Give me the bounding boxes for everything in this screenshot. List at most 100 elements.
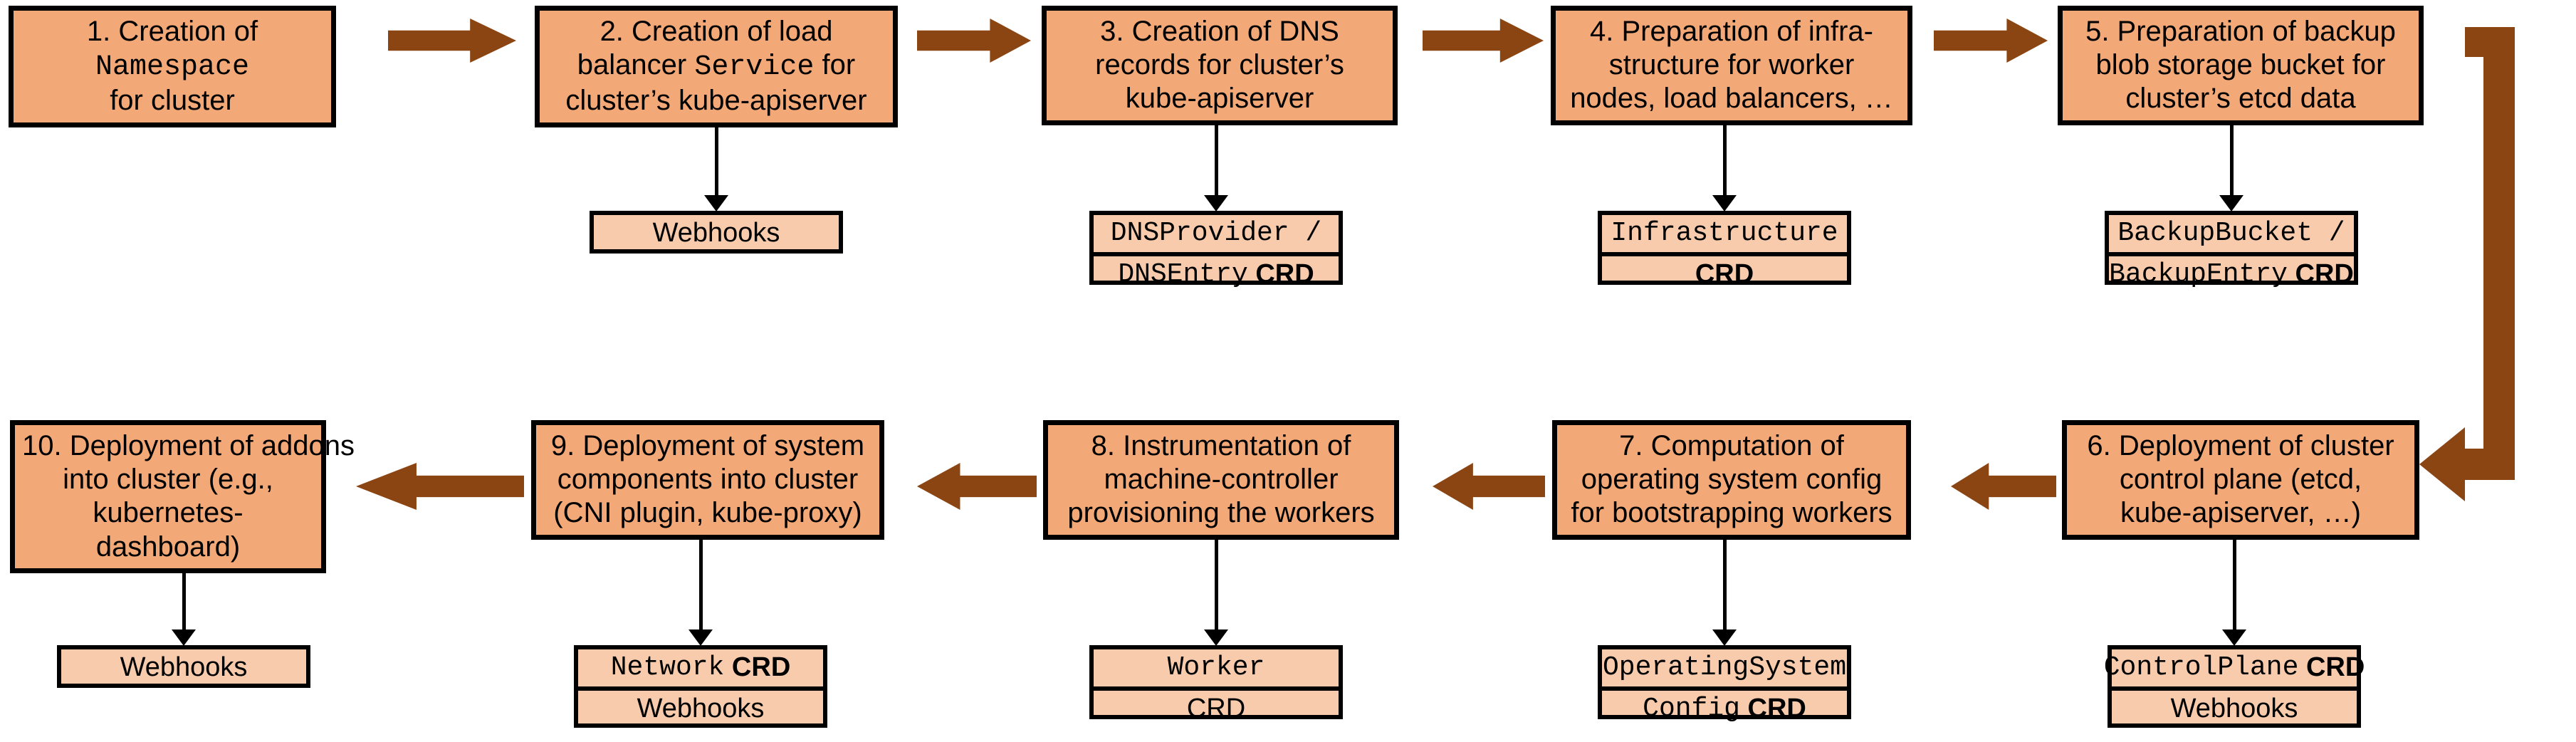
artifact-cell: DNSEntry CRD: [1094, 251, 1339, 293]
connector-arrowhead: [2219, 195, 2243, 211]
step-label-line: operating system config: [1564, 463, 1899, 496]
plain-text: 7. Computation of: [1619, 430, 1844, 461]
connector-line: [2232, 540, 2236, 631]
connector-arrowhead: [172, 629, 196, 646]
connector-line: [1722, 125, 1727, 197]
plain-text: Webhooks: [120, 652, 248, 682]
plain-text: 1. Creation of: [86, 16, 258, 47]
step-label-line: components into cluster: [543, 463, 872, 496]
connector-arrowhead: [1712, 195, 1737, 211]
flow-arrow-2-to-3: [917, 19, 1031, 63]
plain-text: cluster’s kube-apiserver: [565, 85, 867, 117]
connector-line: [714, 127, 718, 197]
plain-text: nodes, load balancers, …: [1570, 83, 1893, 115]
step-label-line: kube-apiserver: [1054, 82, 1386, 115]
emphasis-text: CRD: [2287, 258, 2354, 289]
step-label-line: 8. Instrumentation of: [1055, 429, 1387, 463]
artifact-cell: CRD: [1094, 686, 1339, 728]
artifact-cell: Network CRD: [578, 649, 823, 686]
emphasis-text: CRD: [1247, 258, 1314, 289]
step-label-line: 7. Computation of: [1564, 429, 1899, 463]
plain-text: for: [814, 49, 856, 81]
step-label-line: kube-apiserver, …): [2074, 496, 2407, 530]
step-label-line: for bootstrapping workers: [1564, 496, 1899, 530]
code-text: OperatingSystem: [1602, 652, 1847, 683]
plain-text: Webhooks: [637, 693, 765, 723]
plain-text: Webhooks: [652, 218, 780, 248]
step-label-line: provisioning the workers: [1055, 496, 1387, 530]
code-text: Network: [610, 652, 725, 683]
plain-text: balancer: [577, 49, 695, 81]
connector-arrowhead: [1712, 629, 1737, 646]
artifact-box-step-3[interactable]: DNSProvider /DNSEntry CRD: [1089, 211, 1343, 290]
connector-line: [2229, 125, 2234, 197]
step-label-line: machine-controller: [1055, 463, 1387, 496]
plain-text: kube-apiserver: [1125, 83, 1314, 115]
connector-line: [182, 573, 186, 631]
step-label-line: (CNI plugin, kube-proxy): [543, 496, 872, 530]
plain-text: control plane (etcd,: [2119, 464, 2362, 496]
code-text: DNSEntry: [1118, 258, 1248, 290]
plain-text: cluster’s etcd data: [2125, 83, 2356, 115]
artifact-cell: BackupBucket /: [2109, 215, 2354, 252]
plain-text: records for cluster’s: [1095, 49, 1344, 81]
step-label: 4. Preparation of infra-structure for wo…: [1563, 15, 1900, 116]
step-label-line: cluster’s etcd data: [2070, 82, 2412, 115]
step-label-line: 4. Preparation of infra-: [1563, 15, 1900, 48]
step-label-line: cluster’s kube-apiserver: [547, 84, 886, 117]
code-text: ControlPlane: [2103, 652, 2299, 683]
connector-arrowhead: [1204, 195, 1228, 211]
step-label-line: 2. Creation of load: [547, 15, 886, 48]
plain-text: kube-apiserver, …): [2120, 497, 2361, 529]
step-label-line: 6. Deployment of cluster: [2074, 429, 2407, 463]
artifact-cell: Config CRD: [1602, 686, 1847, 728]
plain-text: 8. Instrumentation of: [1091, 430, 1351, 461]
plain-text: 6. Deployment of cluster: [2087, 430, 2394, 461]
flow-arrow-4-to-5: [1934, 19, 2048, 63]
emphasis-text: CRD: [1695, 258, 1754, 289]
step-label-line: 5. Preparation of backup: [2070, 15, 2412, 48]
artifact-cell: Webhooks: [594, 215, 839, 252]
step-label-line: nodes, load balancers, …: [1563, 82, 1900, 115]
artifact-box-step-2[interactable]: Webhooks: [590, 211, 843, 254]
plain-text: machine-controller: [1104, 464, 1339, 496]
code-text: DNSProvider /: [1110, 218, 1322, 249]
artifact-cell: Webhooks: [578, 686, 823, 728]
artifact-cell: Webhooks: [61, 649, 306, 686]
code-text: BackupBucket /: [2117, 218, 2345, 249]
flow-arrow-7-to-8: [1433, 463, 1545, 510]
artifact-box-step-9[interactable]: Network CRD Webhooks: [574, 645, 827, 728]
plain-text: 9. Deployment of system: [550, 430, 865, 461]
artifact-box-step-10[interactable]: Webhooks: [57, 645, 310, 688]
artifact-cell: DNSProvider /: [1094, 215, 1339, 252]
connector-line: [1214, 125, 1218, 197]
step-box-4[interactable]: 4. Preparation of infra-structure for wo…: [1551, 6, 1912, 125]
step-label-line: into cluster (e.g.,: [22, 463, 314, 496]
artifact-box-step-5[interactable]: BackupBucket /BackupEntry CRD: [2105, 211, 2358, 290]
plain-text: CRD: [1186, 693, 1246, 723]
artifact-cell: Infrastructure: [1602, 215, 1847, 252]
plain-text: 2. Creation of load: [600, 16, 833, 47]
code-text: Infrastructure: [1611, 218, 1838, 249]
step-label-line: structure for worker: [1563, 48, 1900, 82]
connector-arrowhead: [1204, 629, 1228, 646]
code-text: Config: [1643, 693, 1740, 724]
